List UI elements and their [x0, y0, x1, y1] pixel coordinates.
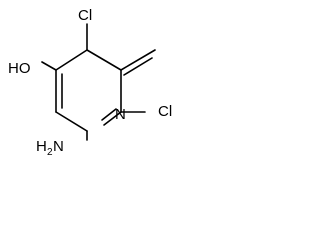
- bond-n1-c2-double-inner: [101, 108, 117, 121]
- atom-ring-nitrogen: N: [115, 106, 126, 123]
- atom-amino-h: H: [36, 138, 47, 155]
- molecule-diagram: Cl HO Cl N H 2 N: [8, 7, 172, 158]
- atom-amino-subscript: 2: [47, 147, 53, 158]
- bond-c4-c3-top: [55, 49, 88, 71]
- bond-n1-c2-double: [103, 111, 122, 126]
- bond-c4-c5: [86, 49, 122, 71]
- atom-cl-top: Cl: [78, 7, 92, 24]
- bond-c2-c3: [55, 111, 88, 132]
- atom-cl-right: Cl: [158, 103, 172, 120]
- atom-amino-n: N: [53, 138, 64, 155]
- bond-c3-oh: [41, 61, 57, 71]
- bond-c5-c6-double-inner: [123, 57, 153, 76]
- atom-hydroxyl: HO: [8, 60, 31, 77]
- bond-c5-c6-double-outer: [120, 49, 156, 71]
